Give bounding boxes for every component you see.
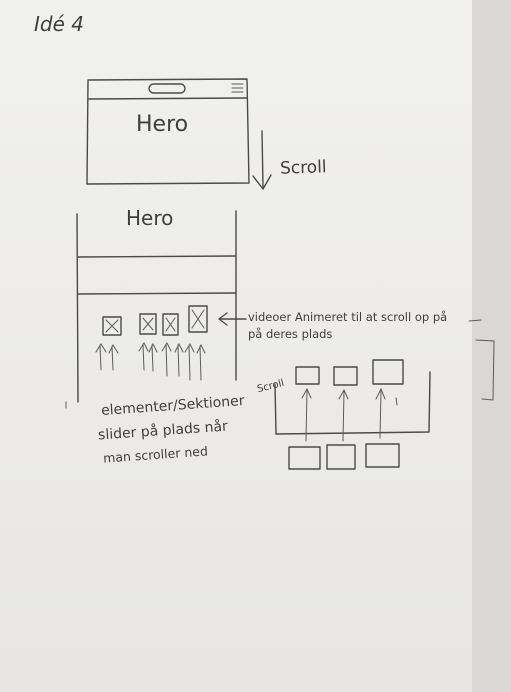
phone-frame-bottom: [76, 210, 237, 403]
video-note-line1: videoer Animeret til at scroll op på: [248, 310, 448, 324]
hero-label-bottom: Hero: [126, 206, 174, 230]
pointer-arrow: [218, 312, 495, 401]
video-note-line2: på deres plads: [248, 327, 333, 341]
up-arrows-phone: [95, 341, 206, 381]
hero-label-top: Hero: [136, 112, 189, 137]
scroll-label: Scroll: [279, 157, 327, 179]
element-boxes: [102, 305, 208, 336]
scroll-arrow: [252, 130, 272, 190]
scroll-diagram: [274, 359, 431, 470]
sketch-title: Idé 4: [34, 12, 84, 36]
phone-frame-top: [86, 78, 250, 185]
